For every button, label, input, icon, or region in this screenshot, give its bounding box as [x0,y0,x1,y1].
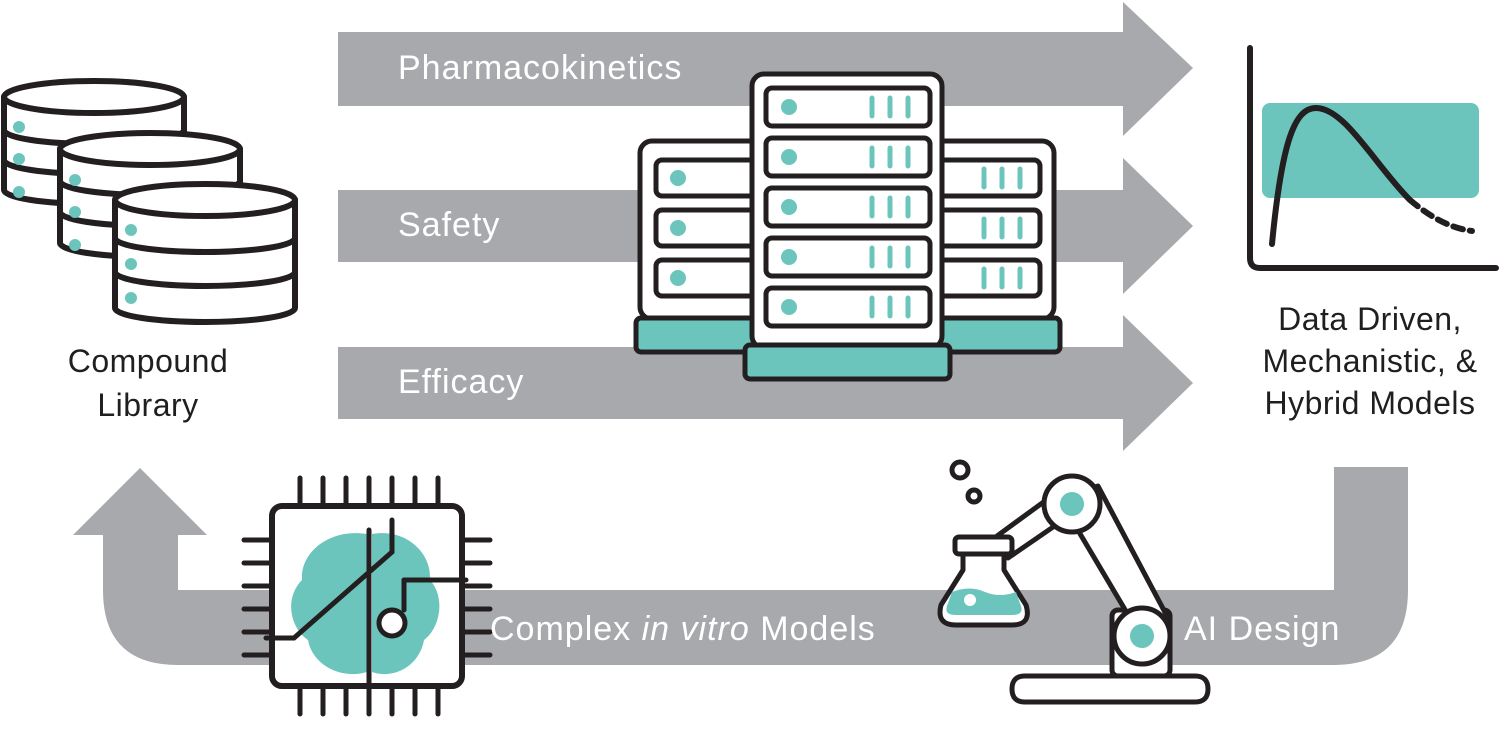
ai-brain-chip-icon [241,475,493,717]
robot-arm-flask-icon [937,459,1211,705]
models-label-line3: Hybrid Models [1264,385,1475,421]
complex-in-vitro-models-label: Complex in vitro Models [490,610,876,648]
database-stack-icon [1,78,298,325]
models-label-line1: Data Driven, [1278,301,1462,337]
pharmacokinetics-arrow [338,2,1193,136]
pk-curve-chart-icon [1247,45,1499,271]
cim-prefix: Complex [490,610,642,648]
server-indicators [670,95,1023,319]
cim-suffix: Models [750,610,876,648]
server-rack-icon [633,71,1063,382]
efficacy-label: Efficacy [398,363,524,401]
cim-italic: in vitro [642,610,750,648]
ai-design-label: AI Design [1184,610,1340,648]
compound-library-label-line1: Compound [68,343,229,379]
pharmacokinetics-label: Pharmacokinetics [398,49,682,87]
compound-library-label-line2: Library [97,387,198,423]
models-label-line2: Mechanistic, & [1262,343,1477,379]
safety-label: Safety [398,206,500,244]
